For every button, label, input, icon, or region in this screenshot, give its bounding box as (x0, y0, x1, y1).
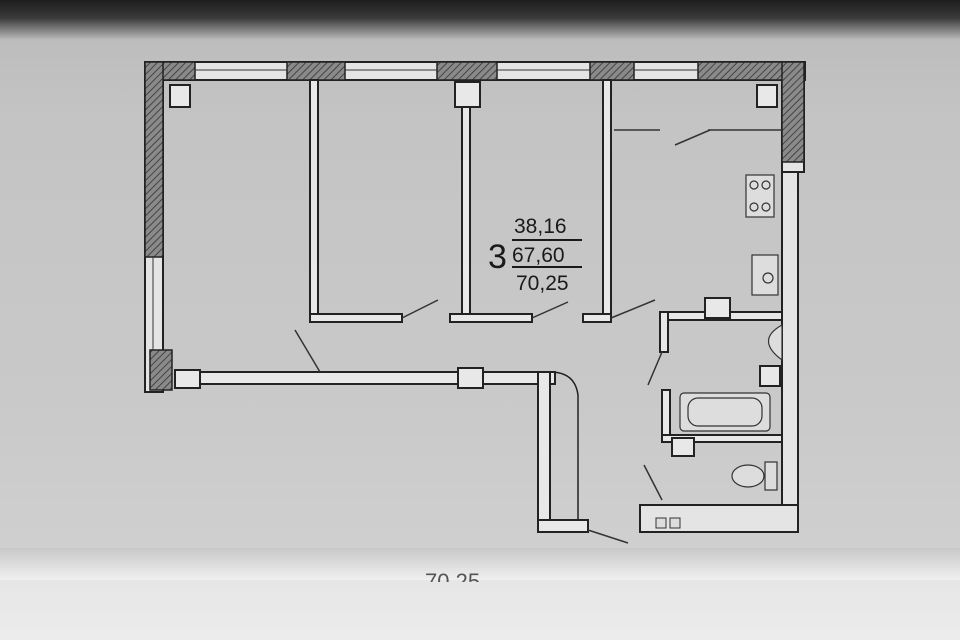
bathtub (679, 392, 771, 432)
hatched-columns (144, 61, 805, 391)
corridor-curve (549, 371, 579, 520)
living-area: 38,16 (514, 215, 567, 238)
kitchen-sink (751, 254, 779, 296)
total-area: 70,25 (516, 272, 569, 295)
kitchen-stove (745, 174, 775, 218)
ventilation-shafts (655, 517, 681, 529)
room-count: 3 (488, 238, 507, 276)
area-label: 3 38,16 67,60 70,25 (488, 215, 582, 295)
bathroom-sink (767, 323, 783, 362)
interior-walls (169, 79, 783, 533)
cut-off-area-text: 70,25 (425, 572, 480, 582)
door-swings (294, 129, 782, 544)
total-area-no-balcony: 67,60 (512, 244, 565, 267)
windows (152, 69, 698, 350)
paper-fold (0, 548, 960, 580)
toilet (731, 461, 778, 491)
